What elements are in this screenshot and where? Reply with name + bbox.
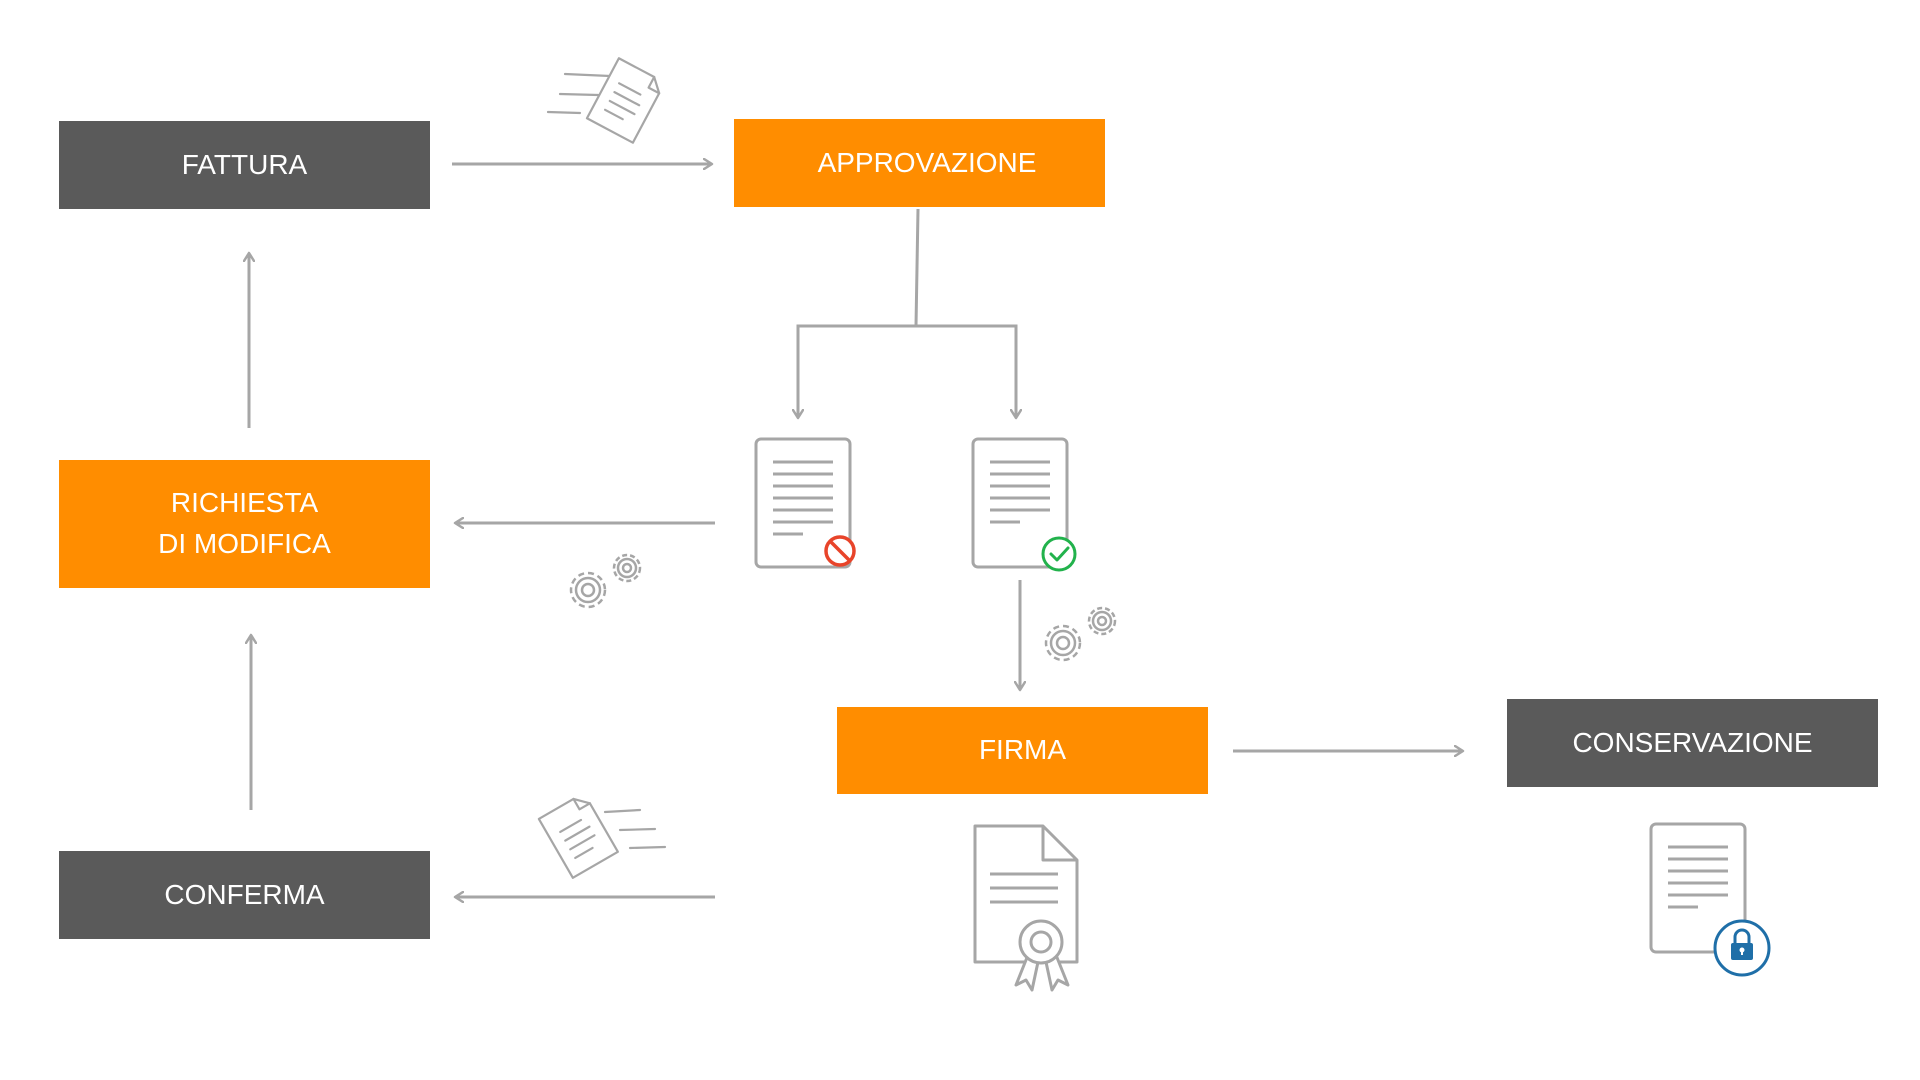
connector-approvazione-approved (916, 324, 1016, 418)
node-fattura: FATTURA (59, 121, 430, 209)
locked-document-icon (1649, 822, 1771, 977)
node-richiesta-label-line2: DI MODIFICA (158, 528, 331, 559)
document-rejected-icon (754, 437, 856, 569)
gears-icon (1044, 606, 1117, 662)
certificate-document-icon (973, 824, 1079, 992)
node-firma: FIRMA (837, 707, 1208, 794)
document-flying-icon (537, 797, 667, 879)
gears-icon (569, 553, 642, 609)
document-flying-icon (546, 57, 661, 144)
node-fattura-label: FATTURA (181, 148, 308, 180)
node-richiesta-modifica: RICHIESTA DI MODIFICA (59, 460, 430, 588)
node-conservazione: CONSERVAZIONE (1507, 699, 1878, 787)
node-conservazione-label: CONSERVAZIONE (1572, 726, 1813, 758)
node-conferma-label: CONFERMA (164, 878, 325, 910)
node-richiesta-label-line1: RICHIESTA (170, 487, 319, 519)
node-approvazione: APPROVAZIONE (734, 119, 1105, 207)
node-conferma: CONFERMA (59, 851, 430, 939)
node-approvazione-label: APPROVAZIONE (817, 146, 1037, 178)
document-approved-icon (971, 437, 1077, 572)
connector-approvazione-split (798, 208, 920, 418)
node-firma-label: FIRMA (978, 734, 1067, 766)
